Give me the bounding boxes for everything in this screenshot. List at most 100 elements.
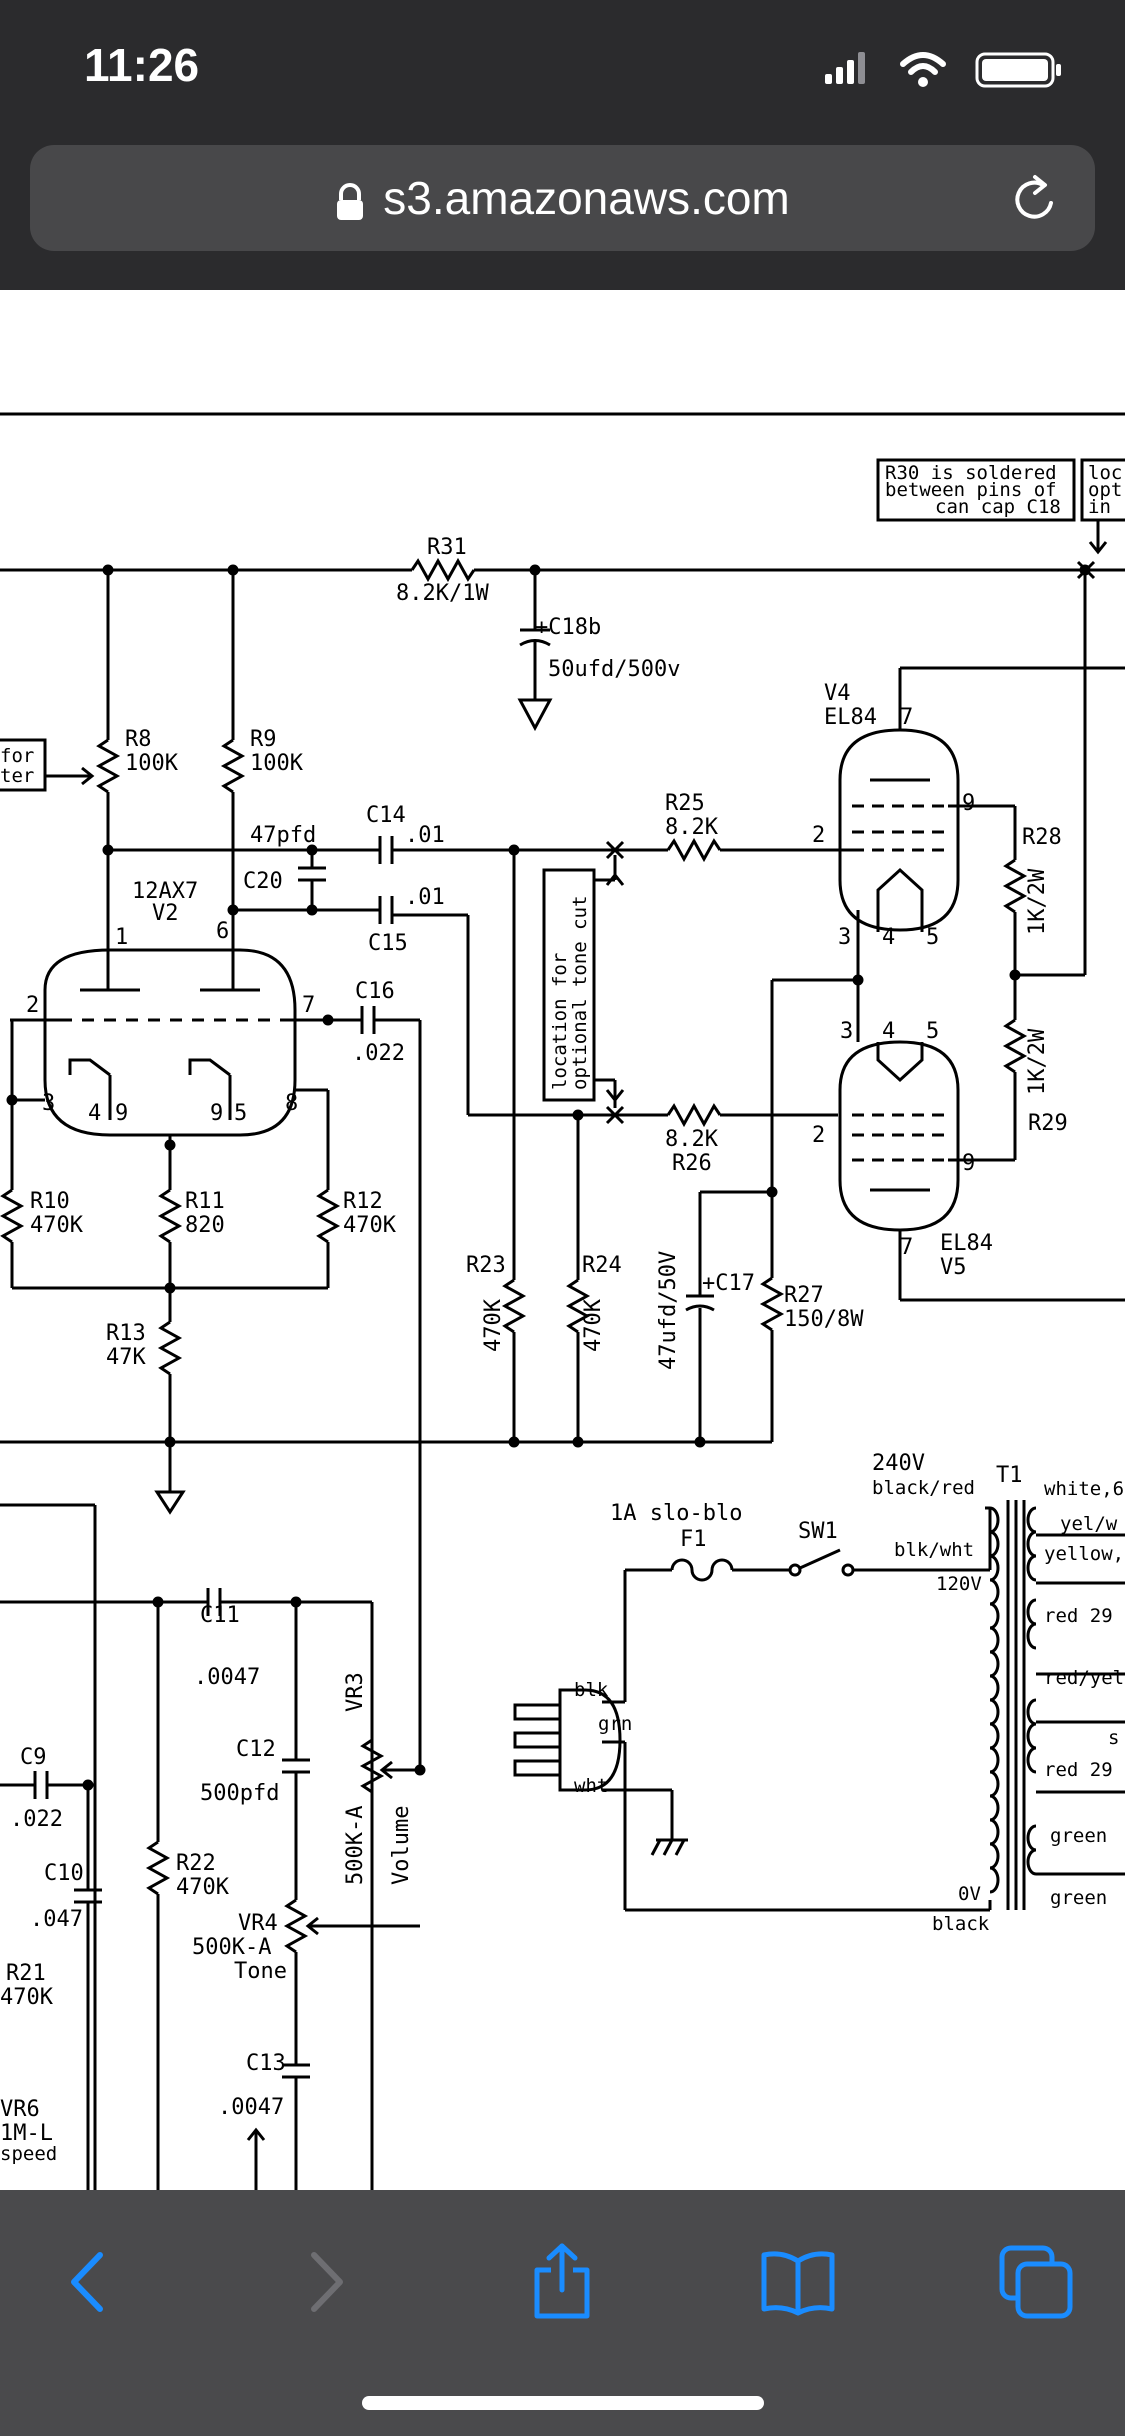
label-plug-grn: grn: [598, 1713, 632, 1735]
label-c9-value: .022: [10, 1807, 63, 1832]
label-c18b-value: 50ufd/500v: [548, 657, 680, 682]
label-vr4-value: 500K-A: [192, 1935, 271, 1960]
label-t1-blkwht: blk/wht: [894, 1539, 974, 1561]
label-c20: C20: [243, 869, 283, 894]
label-r21-value: 470K: [0, 1985, 54, 2010]
reload-icon[interactable]: [1009, 173, 1061, 225]
label-c14: C14: [366, 803, 406, 828]
label-sec-white: white,6: [1044, 1478, 1124, 1500]
label-r28: R28: [1022, 825, 1062, 850]
note-loc-line1: loc: [1088, 462, 1122, 484]
pin-v2-8: 8: [285, 1091, 298, 1116]
label-t1-240v: 240V: [872, 1451, 925, 1476]
label-plug-blk: blk: [574, 1679, 609, 1701]
status-icons: [825, 52, 1061, 88]
label-sec-s: s: [1108, 1727, 1119, 1749]
wifi-icon: [900, 52, 946, 87]
label-vr4-name: Tone: [234, 1959, 287, 1984]
label-r9: R9: [250, 727, 277, 752]
label-r27-value: 150/8W: [784, 1307, 864, 1332]
label-t1-0v: 0V: [958, 1883, 981, 1905]
pin-v4-4: 4: [882, 925, 895, 950]
label-t1: T1: [996, 1463, 1023, 1488]
pin-v4-7: 7: [900, 705, 913, 730]
label-r22-value: 470K: [176, 1875, 230, 1900]
tabs-button[interactable]: [986, 2232, 1086, 2332]
label-vr3-name: Volume: [389, 1806, 414, 1885]
label-r24: R24: [582, 1253, 622, 1278]
label-c13-value: .0047: [218, 2095, 284, 2120]
label-sec-yellow: yellow,: [1044, 1543, 1124, 1565]
address-bar[interactable]: s3.amazonaws.com: [30, 145, 1095, 251]
label-c16-value: .022: [352, 1041, 405, 1066]
label-sec-green1: green: [1050, 1825, 1107, 1847]
label-r11: R11: [185, 1189, 225, 1214]
label-c12: C12: [236, 1737, 276, 1762]
label-c18b: +C18b: [535, 615, 601, 640]
bookmarks-button[interactable]: [748, 2232, 848, 2332]
pin-v5-2: 2: [812, 1123, 825, 1148]
label-v2: V2: [152, 901, 179, 926]
label-r13: R13: [106, 1321, 146, 1346]
pin-v2-3: 3: [42, 1091, 55, 1116]
label-c15: C15: [368, 931, 408, 956]
label-r10-value: 470K: [30, 1213, 84, 1238]
label-c10-value: .047: [30, 1907, 83, 1932]
signal-icon: [825, 52, 865, 84]
label-vr4: VR4: [238, 1911, 278, 1936]
status-time: 11:26: [84, 39, 200, 91]
amp-schematic: R30 is soldered between pins of can cap …: [0, 412, 1125, 2190]
label-r12: R12: [343, 1189, 383, 1214]
forward-icon: [311, 2252, 343, 2312]
tabs-icon: [999, 2245, 1073, 2319]
label-c11-value: .0047: [194, 1665, 260, 1690]
note-r30-line2: between pins of: [885, 479, 1057, 501]
label-r27: R27: [784, 1283, 824, 1308]
label-sec-red2: red 29: [1044, 1759, 1113, 1781]
label-plug-wht: wht: [574, 1775, 608, 1797]
share-button[interactable]: [512, 2232, 612, 2332]
label-r31: R31: [427, 535, 467, 560]
label-r22: R22: [176, 1851, 216, 1876]
pin-v5-9: 9: [962, 1151, 975, 1176]
lock-icon: [337, 182, 364, 220]
label-vr3: VR3: [343, 1672, 368, 1712]
label-r23-value: 470K: [481, 1298, 506, 1352]
pin-v2-4: 4: [88, 1101, 101, 1126]
label-vr6: VR6: [0, 2097, 40, 2122]
label-v5: V5: [940, 1255, 967, 1280]
back-button[interactable]: [38, 2232, 138, 2332]
label-r10: R10: [30, 1189, 70, 1214]
share-icon: [534, 2243, 590, 2319]
pin-v4-9: 9: [962, 791, 975, 816]
battery-icon: [975, 52, 1061, 88]
label-c17: +C17: [702, 1271, 755, 1296]
note-r30-line1: R30 is soldered: [885, 462, 1057, 484]
label-vr3-value: 500K-A: [343, 1806, 368, 1885]
pin-v5-4: 4: [882, 1019, 895, 1044]
tone-cut-note-line2: optional tone cut: [569, 896, 591, 1090]
bookmarks-icon: [761, 2251, 835, 2316]
schematic-image: R30 is soldered between pins of can cap …: [0, 290, 1125, 2190]
label-v4: V4: [824, 681, 851, 706]
pin-v2-5: 5: [234, 1101, 247, 1126]
label-vr6-name: speed: [0, 2143, 57, 2165]
back-icon: [71, 2252, 103, 2312]
pin-v4-3: 3: [838, 925, 851, 950]
note-loc-line3: in: [1088, 496, 1111, 518]
label-r26: R26: [672, 1151, 712, 1176]
label-c13: C13: [246, 2051, 286, 2076]
label-r13-value: 47K: [106, 1345, 146, 1370]
browser-toolbar: [0, 2190, 1125, 2436]
status-bar: 11:26: [0, 0, 1125, 130]
home-indicator[interactable]: [362, 2396, 764, 2410]
label-c15-value: .01: [405, 885, 445, 910]
label-t1-black: black: [932, 1913, 990, 1935]
pin-v5-3: 3: [840, 1019, 853, 1044]
label-v2-type: 12AX7: [132, 879, 198, 904]
label-v5-type: EL84: [940, 1231, 993, 1256]
label-f1-value: 1A slo-blo: [610, 1501, 742, 1526]
label-r25-value: 8.2K: [665, 815, 719, 840]
forward-button[interactable]: [276, 2232, 376, 2332]
note-loc-line2: opt: [1088, 479, 1122, 501]
